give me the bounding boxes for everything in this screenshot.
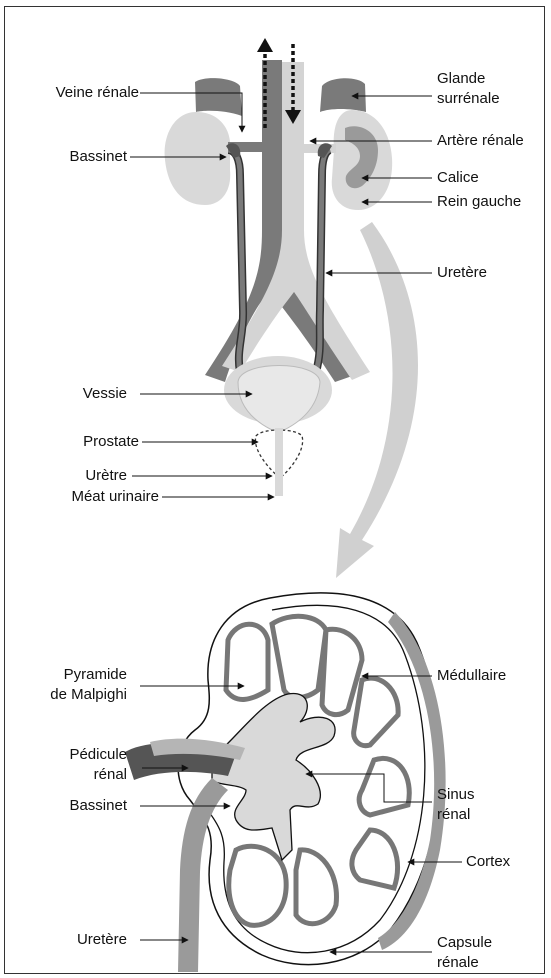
right-kidney: [165, 112, 231, 205]
label-glande-2: surrénale: [437, 90, 500, 108]
label-vessie: Vessie: [83, 385, 127, 403]
left-adrenal: [320, 78, 366, 112]
label-artere-renale: Artère rénale: [437, 132, 524, 150]
label-glande-1: Glande: [437, 70, 485, 88]
label-rein-gauche: Rein gauche: [437, 193, 521, 211]
label-uretre: Urètre: [85, 467, 127, 485]
label-sinus-2: rénal: [437, 806, 470, 824]
label-sinus-1: Sinus: [437, 786, 475, 804]
label-meat-urinaire: Méat urinaire: [71, 488, 159, 506]
label-calice: Calice: [437, 169, 479, 187]
right-adrenal: [195, 78, 242, 116]
label-capsule-1: Capsule: [437, 934, 492, 952]
label-pyramide-2: de Malpighi: [50, 686, 127, 704]
label-medullaire: Médullaire: [437, 667, 506, 685]
label-pyramide-1: Pyramide: [64, 666, 127, 684]
label-pedicule-1: Pédicule: [69, 746, 127, 764]
urinary-overview: [165, 38, 393, 496]
label-prostate: Prostate: [83, 433, 139, 451]
flow-up-arrowhead: [257, 38, 273, 52]
label-uretere-top: Uretère: [437, 264, 487, 282]
label-uretere-bottom: Uretère: [77, 931, 127, 949]
label-cortex: Cortex: [466, 853, 510, 871]
label-bassinet-bottom: Bassinet: [69, 797, 127, 815]
urethra: [275, 428, 283, 496]
kidney-section: [125, 593, 446, 972]
zoom-arrow: [336, 222, 418, 578]
label-bassinet-top: Bassinet: [69, 148, 127, 166]
bladder-inner: [238, 366, 320, 431]
label-pedicule-2: rénal: [94, 766, 127, 784]
label-capsule-2: rénale: [437, 954, 479, 972]
pyramid-8: [229, 846, 286, 925]
label-veine-renale: Veine rénale: [56, 84, 139, 102]
pyramid-1: [226, 624, 268, 699]
